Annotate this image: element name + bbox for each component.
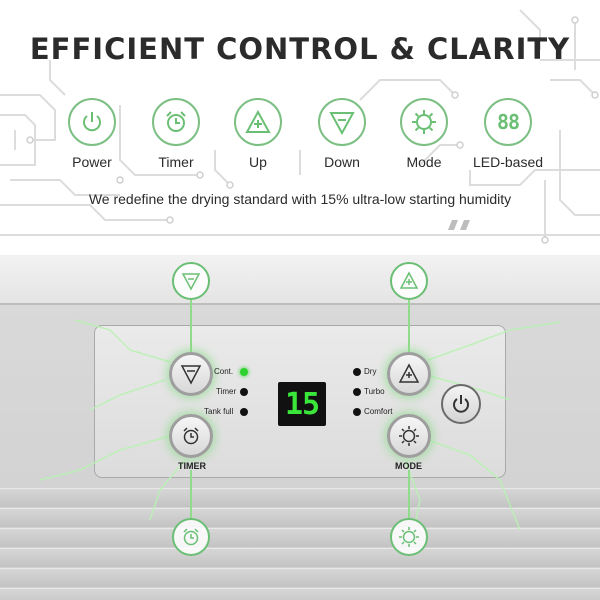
callout-mode-icon: [390, 518, 428, 556]
mode-button[interactable]: [387, 414, 431, 458]
feature-timer: Timer: [126, 98, 226, 170]
feature-led-label: LED-based: [472, 154, 544, 170]
indicator-timer-led: [240, 388, 248, 396]
feature-timer-label: Timer: [158, 154, 194, 170]
feature-up: Up: [208, 98, 308, 170]
triangle-down-minus-icon: [318, 98, 366, 146]
alarm-clock-icon: [152, 98, 200, 146]
indicator-cont-label: Cont.: [214, 367, 234, 376]
indicator-tank-full-label: Tank full: [204, 407, 234, 416]
triangle-up-plus-icon: [398, 363, 420, 383]
louver: [0, 508, 600, 527]
feature-down: Down: [292, 98, 392, 170]
seven-segment-glyph: 88: [496, 110, 520, 134]
louver: [0, 548, 600, 567]
feature-power: Power: [42, 98, 142, 170]
decorative-stripes: [448, 220, 470, 230]
circuit-background: [0, 9, 600, 244]
timer-button[interactable]: [169, 414, 213, 458]
louver: [0, 568, 600, 587]
up-button[interactable]: [387, 352, 431, 396]
louver: [0, 528, 600, 547]
indicator-dry-label: Dry: [364, 367, 377, 376]
sun-gear-icon: [400, 98, 448, 146]
callout-timer-icon: [172, 518, 210, 556]
indicator-comfort-led: [353, 408, 361, 416]
feature-mode: Mode: [374, 98, 474, 170]
feature-down-label: Down: [324, 154, 360, 170]
indicator-cont-led: [240, 368, 248, 376]
indicator-tank-full-led: [240, 408, 248, 416]
sun-gear-icon: [399, 426, 419, 446]
indicator-dry-led: [353, 368, 361, 376]
timer-caption: TIMER: [178, 461, 206, 471]
callout-up-icon: [390, 262, 428, 300]
led-display: 15: [278, 382, 326, 426]
louver: [0, 488, 600, 507]
callout-down-icon: [172, 262, 210, 300]
triangle-up-plus-icon: [234, 98, 282, 146]
triangle-down-minus-icon: [180, 365, 202, 385]
feature-mode-label: Mode: [406, 154, 442, 170]
feature-power-label: Power: [72, 154, 112, 170]
device-top: [0, 255, 600, 305]
louver: [0, 588, 600, 600]
indicator-turbo-label: Turbo: [364, 387, 385, 396]
feature-up-label: Up: [249, 154, 267, 170]
down-button[interactable]: [169, 352, 213, 396]
seven-segment-icon: 88: [484, 98, 532, 146]
headline: EFFICIENT CONTROL & CLARITY: [29, 32, 571, 66]
alarm-clock-icon: [183, 427, 199, 445]
power-icon: [68, 98, 116, 146]
power-icon: [453, 395, 469, 413]
tagline: We redefine the drying standard with 15%…: [88, 191, 512, 207]
indicator-comfort-label: Comfort: [364, 407, 393, 416]
indicator-turbo-led: [353, 388, 361, 396]
power-button[interactable]: [441, 384, 481, 424]
feature-led: 88 LED-based: [458, 98, 558, 170]
indicator-timer-label: Timer: [216, 387, 237, 396]
mode-caption: MODE: [395, 461, 422, 471]
